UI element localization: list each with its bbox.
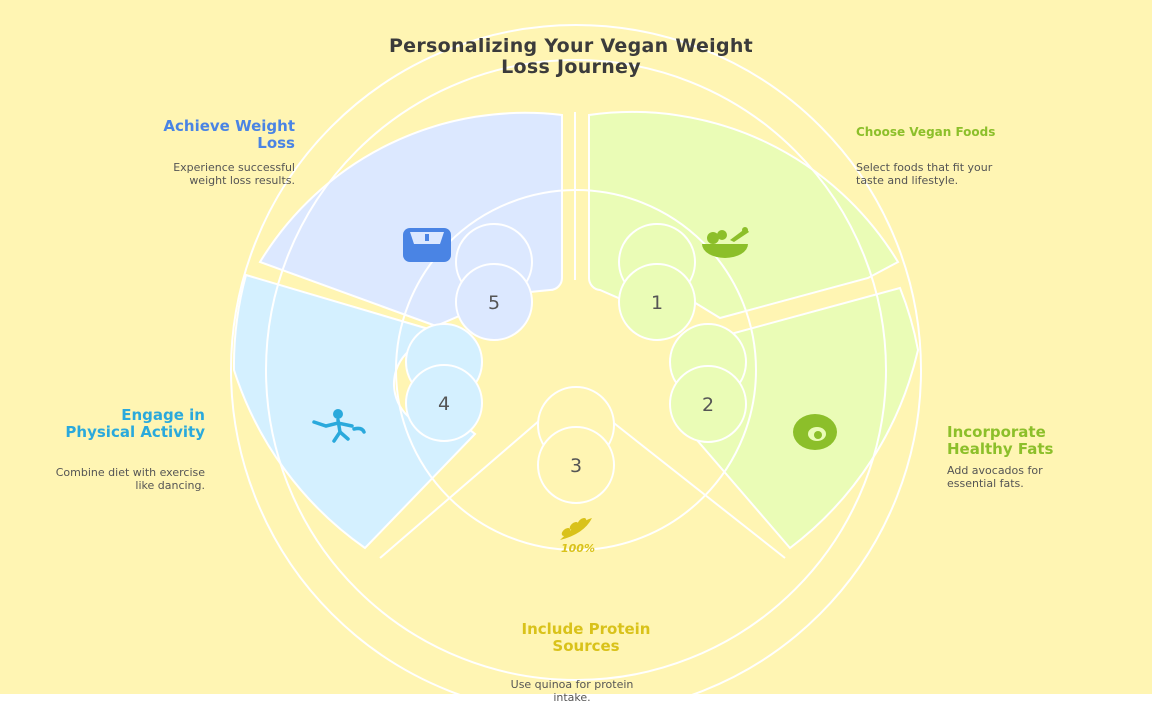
dancing-person-icon [312, 409, 366, 443]
weighing-scale-icon [403, 228, 451, 262]
step-2-description: Add avocados for essential fats. [947, 464, 1043, 490]
grain-icon-percent: 100% [561, 542, 595, 555]
page-title: Personalizing Your Vegan Weight Loss Jou… [388, 35, 754, 78]
step-5-number: 5 [488, 292, 500, 314]
vegetable-bowl-icon [702, 227, 749, 258]
grain-100-percent-icon: 100% [560, 518, 595, 555]
step-1-marker: 1 [618, 223, 696, 341]
step-1-title: Choose Vegan Foods [856, 125, 996, 139]
step-3-number: 3 [570, 455, 582, 477]
step-4-marker: 4 [405, 323, 483, 442]
step-5-title: Achieve Weight Loss [163, 117, 295, 152]
step-3-description: Use quinoa for protein intake. [510, 678, 634, 704]
step-2-number: 2 [702, 394, 714, 416]
step-4-title: Engage in Physical Activity [65, 406, 205, 441]
step-4-number: 4 [438, 393, 450, 415]
step-3-marker: 3 [537, 386, 615, 504]
step-3-title: Include Protein Sources [521, 620, 651, 655]
step-4-description: Combine diet with exercise like dancing. [55, 466, 205, 492]
step-2-marker: 2 [669, 323, 747, 443]
step-5-description: Experience successful weight loss result… [173, 161, 295, 187]
step-5-marker: 5 [455, 223, 533, 341]
step-1-number: 1 [651, 292, 663, 314]
step-1-description: Select foods that fit your taste and lif… [856, 161, 993, 187]
avocado-icon [793, 414, 837, 450]
step-2-title: Incorporate Healthy Fats [947, 423, 1054, 458]
